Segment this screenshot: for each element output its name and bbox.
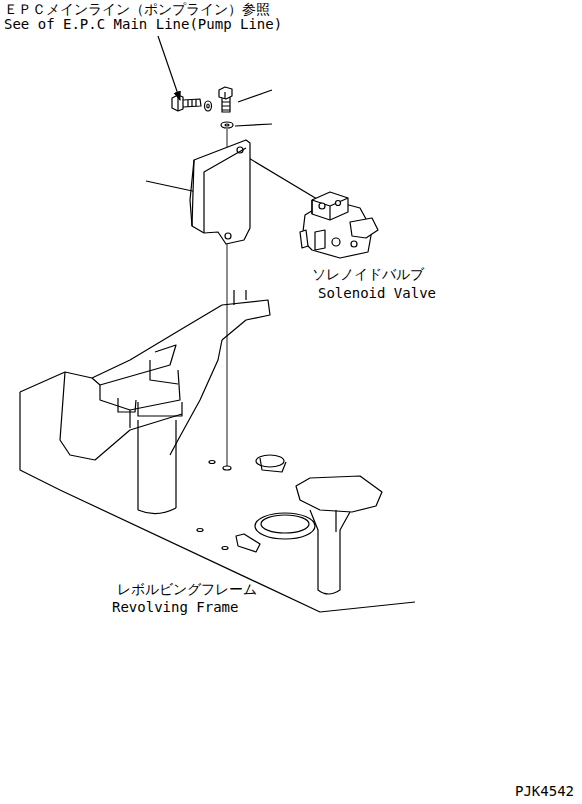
part-name: Solenoid Valve xyxy=(318,285,436,301)
leader-line xyxy=(146,181,197,192)
part-name: レボルビングフレーム xyxy=(117,581,257,597)
bolt xyxy=(219,87,232,112)
washer xyxy=(207,104,209,108)
bolt xyxy=(172,95,201,111)
revolving-frame xyxy=(20,290,415,612)
bracket xyxy=(190,140,250,244)
leader-line xyxy=(242,154,322,202)
part-name: ソレノイドバルブ xyxy=(312,266,424,282)
washer xyxy=(205,101,212,111)
washer xyxy=(225,124,229,126)
solenoid-valve xyxy=(300,192,378,258)
reference-note: See of E.P.C Main Line(Pump Line) xyxy=(4,16,282,32)
drawing-number: PJK4542 xyxy=(515,783,574,799)
reference-note: ＥＰＣメインライン（ポンプライン）参照 xyxy=(4,1,270,17)
leader-line xyxy=(235,124,272,126)
part-name: Revolving Frame xyxy=(112,599,238,615)
washer xyxy=(221,122,233,128)
leader-line xyxy=(158,36,180,100)
leader-line xyxy=(238,90,272,102)
